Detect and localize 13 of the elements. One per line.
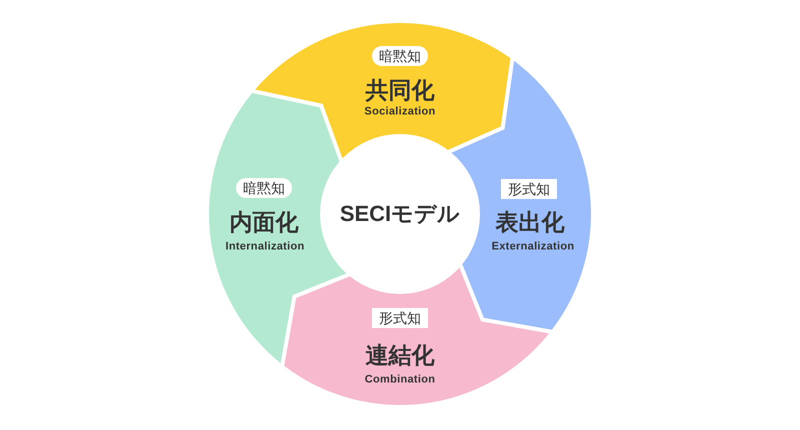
knowledge-type-tag: 暗黙知 [372,46,428,66]
stage-subtitle: Socialization [364,106,436,118]
knowledge-type-tag: 暗黙知 [236,178,292,198]
knowledge-type-tag: 形式知 [501,179,557,199]
knowledge-type-tag: 形式知 [372,308,428,328]
stage-subtitle: Externalization [492,240,574,254]
stage-title: 表出化 [496,208,564,236]
stage-subtitle: Internalization [225,240,305,254]
stage-title: 連結化 [366,342,434,368]
stage-title: 共同化 [366,76,434,104]
stage-subtitle: Combination [364,374,436,386]
stage-title: 内面化 [230,208,298,236]
center-title: SECIモデル [340,200,460,228]
